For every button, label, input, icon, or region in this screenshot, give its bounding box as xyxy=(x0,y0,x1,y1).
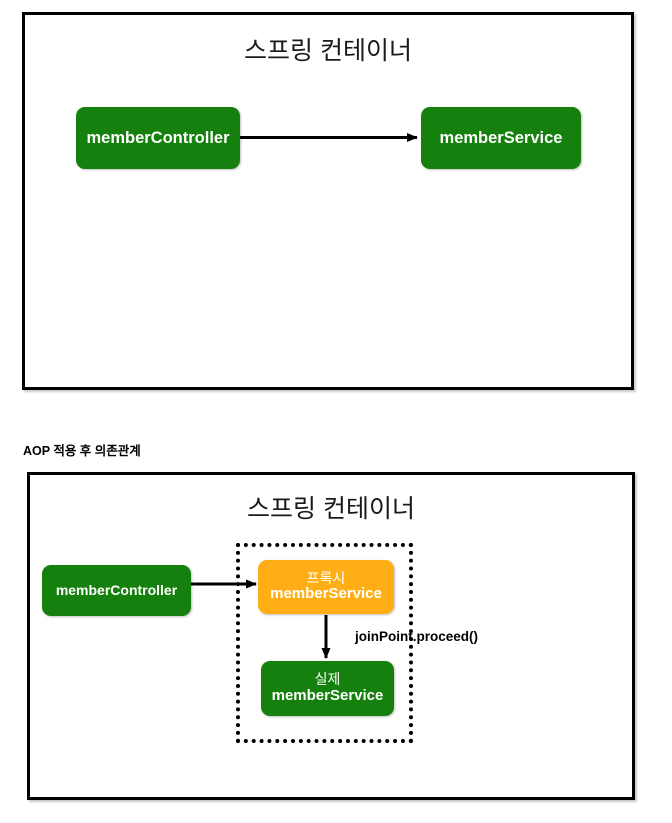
arrow-layer-before xyxy=(240,133,418,142)
edge-label-joinpoint-proceed: joinPoint.proceed() xyxy=(355,629,478,644)
node-label: memberController xyxy=(55,581,178,598)
node-label: memberService xyxy=(271,686,384,704)
panel-title-after: 스프링 컨테이너 xyxy=(247,495,415,523)
node-label: memberService xyxy=(270,585,382,603)
node-label: memberService xyxy=(439,128,563,147)
node-label: memberController xyxy=(86,128,230,147)
node-member-controller-after[interactable]: memberController xyxy=(42,565,191,616)
proxy-group-dotted-box xyxy=(236,543,413,743)
aop-section-caption: AOP 적용 후 의존관계 xyxy=(23,444,141,458)
node-member-controller-before[interactable]: memberController xyxy=(76,107,240,169)
spring-container-panel-after: 스프링 컨테이너 memberController 프록시 memberServ… xyxy=(27,472,635,800)
node-proxy-member-service[interactable]: 프록시 memberService xyxy=(258,560,394,614)
node-real-member-service[interactable]: 실제 memberService xyxy=(261,661,394,716)
node-label-top: 프록시 xyxy=(306,569,346,586)
node-member-service-before[interactable]: memberService xyxy=(421,107,581,169)
spring-container-panel-before: 스프링 컨테이너 memberController memberService xyxy=(22,12,634,390)
node-label-top: 실제 xyxy=(314,671,341,688)
panel-title-before: 스프링 컨테이너 xyxy=(244,37,412,65)
